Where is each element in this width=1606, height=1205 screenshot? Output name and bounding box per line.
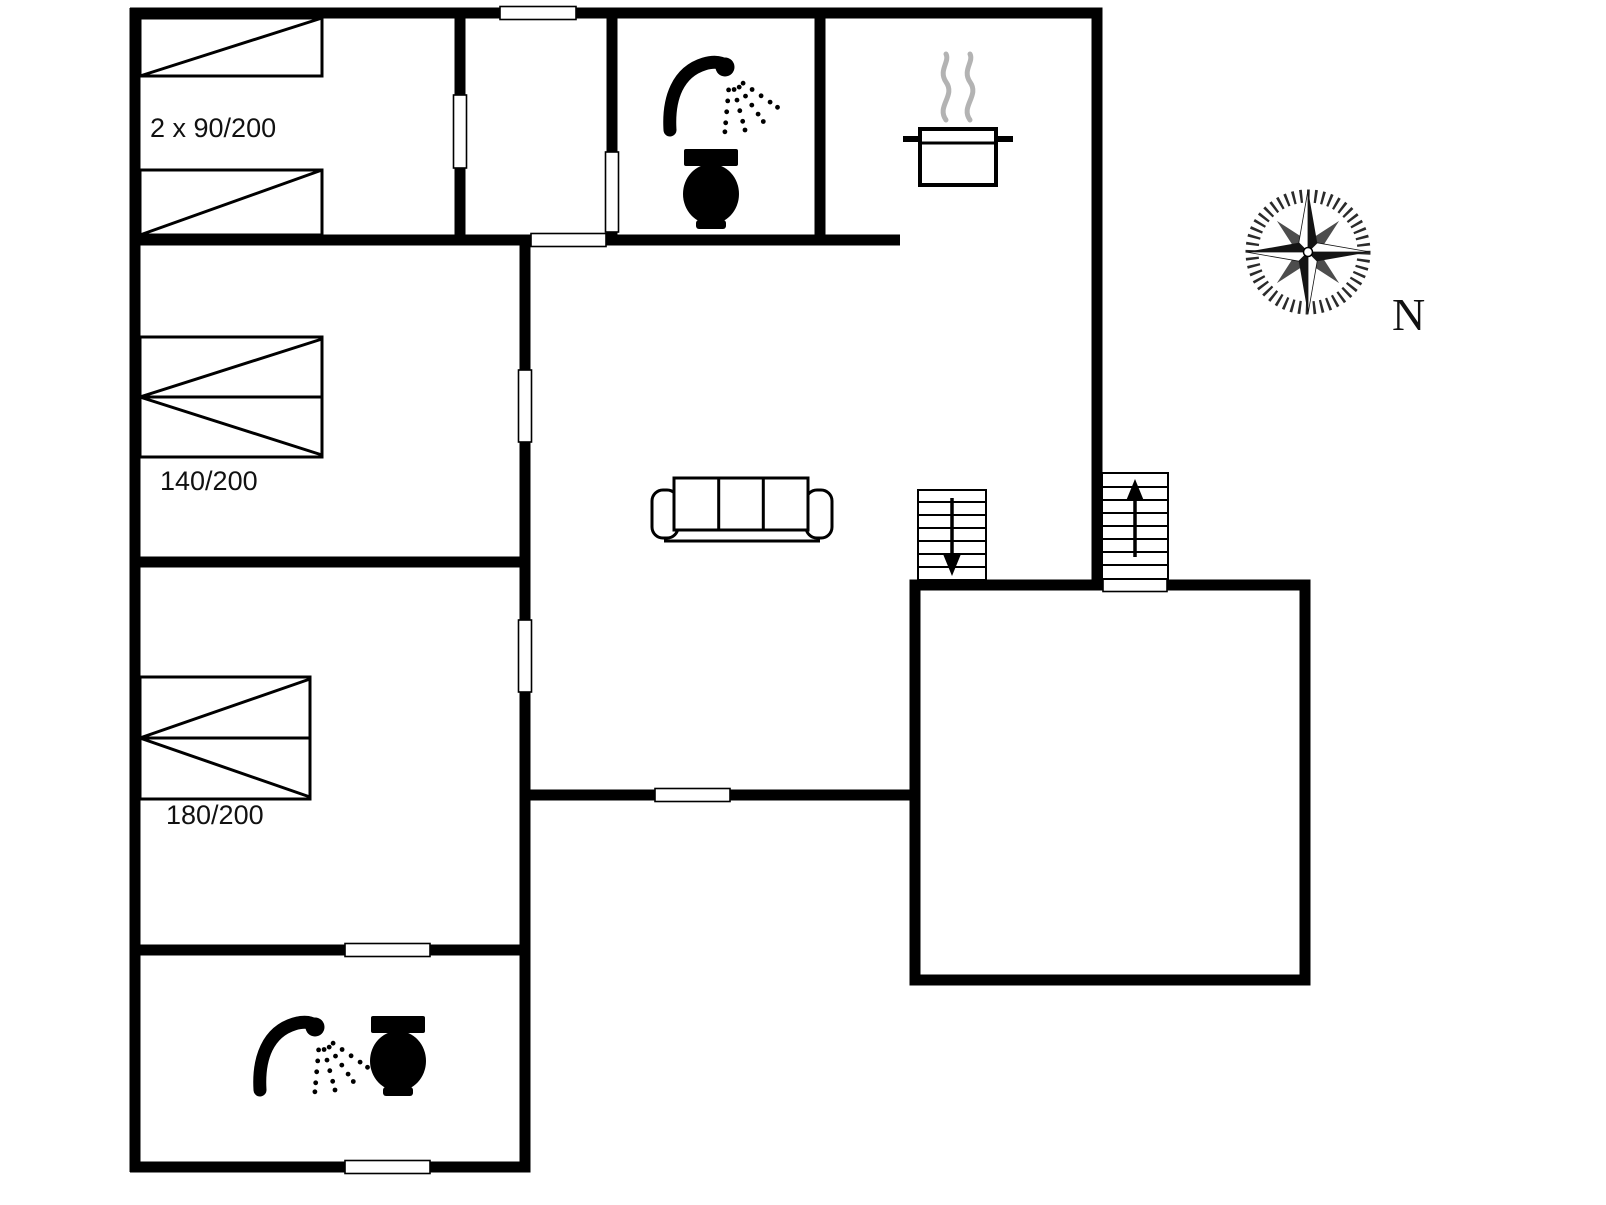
bed-single-1 [138,16,324,78]
shower-icon [260,1018,370,1095]
stairs-down-icon [917,489,987,581]
sofa-cushion-dividers [717,478,765,530]
stairs-arrow-head-up [1126,479,1144,501]
bathroom-bottom-window-opening [344,1159,431,1175]
compass-north-label: N [1392,289,1425,340]
bedroom-bottom-door-opening [517,619,533,693]
bedroom-top-door-opening [452,94,468,169]
sofa-body [672,476,810,532]
bed-size-label-bottom: 180/200 [166,800,264,830]
sofa-icon [650,476,834,543]
bathroom-top-door-opening [604,151,620,233]
toilet-icon [683,149,739,229]
bed-single-2 [138,168,324,237]
bed-size-label-middle: 140/200 [160,466,258,496]
bed-double-180 [135,675,312,801]
bathroom-bottom-door-opening [344,942,431,958]
steam-icon [964,51,976,123]
pot-body [918,127,998,187]
bed-diagonal [139,16,323,78]
shower-icon [670,58,780,135]
terrace-door-opening [1102,577,1168,593]
entrance-door-opening [499,5,577,21]
stairs-arrow-head-down [943,554,961,576]
bed-diagonal [139,168,323,237]
steam-icon [940,51,952,123]
compass-star-highlights [1245,189,1371,315]
hall-opening [530,232,607,248]
bed-diagonals [135,677,311,799]
stairs-up-icon [1101,472,1169,580]
bedroom-middle-door-opening [517,369,533,443]
toilet-icon [370,1016,426,1096]
bed-double-140 [135,335,324,459]
living-room-south-door-opening [654,787,731,803]
compass-center [1302,246,1314,258]
compass-rose-icon [1245,189,1371,315]
door-openings [344,5,1168,1175]
cooking-pot-icon [903,51,1013,187]
bed-size-label-top: 2 x 90/200 [150,113,276,143]
bed-diagonals [135,337,323,457]
sofa-arm-right [804,488,834,540]
